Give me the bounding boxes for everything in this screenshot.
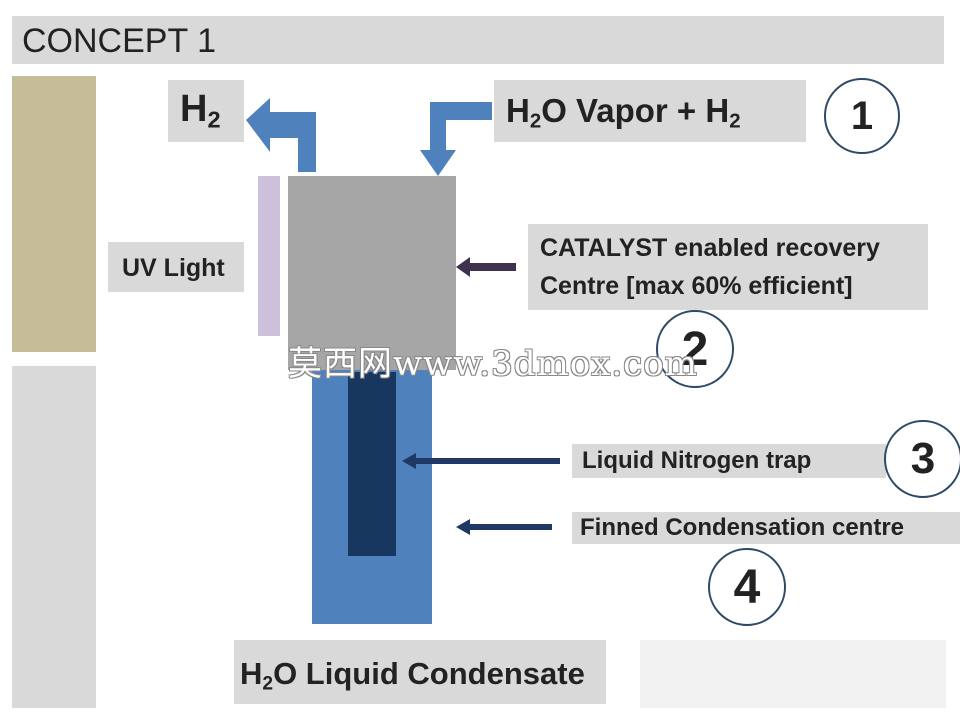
h2-subscript: 2 (207, 106, 221, 133)
vapor-text: O Vapor + H (541, 92, 730, 129)
liquid-condensate-label: H2O Liquid Condensate (234, 640, 606, 704)
step-circle-2: 2 (656, 310, 734, 388)
title-bar: CONCEPT 1 (12, 16, 944, 64)
step-circle-1: 1 (824, 78, 900, 154)
catalyst-line-1: CATALYST enabled recovery (540, 234, 880, 262)
uv-light-label: UV Light (108, 242, 244, 292)
vapor-inflow-arrow (420, 102, 492, 176)
nitrogen-trap-core (348, 372, 396, 556)
blank-panel (640, 640, 946, 708)
finned-condensation-label: Finned Condensation centre (572, 512, 960, 544)
liquid-h: H (240, 656, 263, 691)
uv-light-panel (258, 176, 280, 336)
uv-light-text: UV Light (122, 254, 225, 282)
h2-symbol: H (180, 88, 208, 130)
h2-outflow-arrow-shape (246, 98, 316, 172)
step-circle-4: 4 (708, 548, 786, 626)
vapor-input-label: H2O Vapor + H2 (494, 80, 806, 142)
finned-condensation-text: Finned Condensation centre (580, 514, 905, 541)
vapor-h: H (506, 92, 530, 129)
side-bar-grey (12, 366, 96, 708)
nitrogen-trap-text: Liquid Nitrogen trap (582, 447, 812, 474)
nitrogen-pointer-arrow (402, 453, 560, 469)
catalyst-block (288, 176, 456, 370)
side-bar-olive (12, 76, 96, 352)
nitrogen-trap-label: Liquid Nitrogen trap (572, 444, 886, 478)
catalyst-line-2: Centre [max 60% efficient] (540, 272, 853, 300)
watermark-text: 莫西网www.3dmox.com (288, 344, 698, 384)
catalyst-label: CATALYST enabled recovery Centre [max 60… (528, 224, 928, 310)
step-circle-3: 3 (884, 420, 960, 498)
liquid-sub: 2 (262, 673, 274, 695)
page-title: CONCEPT 1 (22, 22, 216, 60)
catalyst-pointer-arrow (456, 257, 516, 277)
h2-output-label: H2 (168, 80, 244, 142)
liquid-text: O Liquid Condensate (273, 656, 585, 691)
vapor-sub-1: 2 (529, 109, 542, 133)
finned-pointer-arrow (456, 519, 552, 535)
vapor-sub-2: 2 (729, 109, 741, 133)
